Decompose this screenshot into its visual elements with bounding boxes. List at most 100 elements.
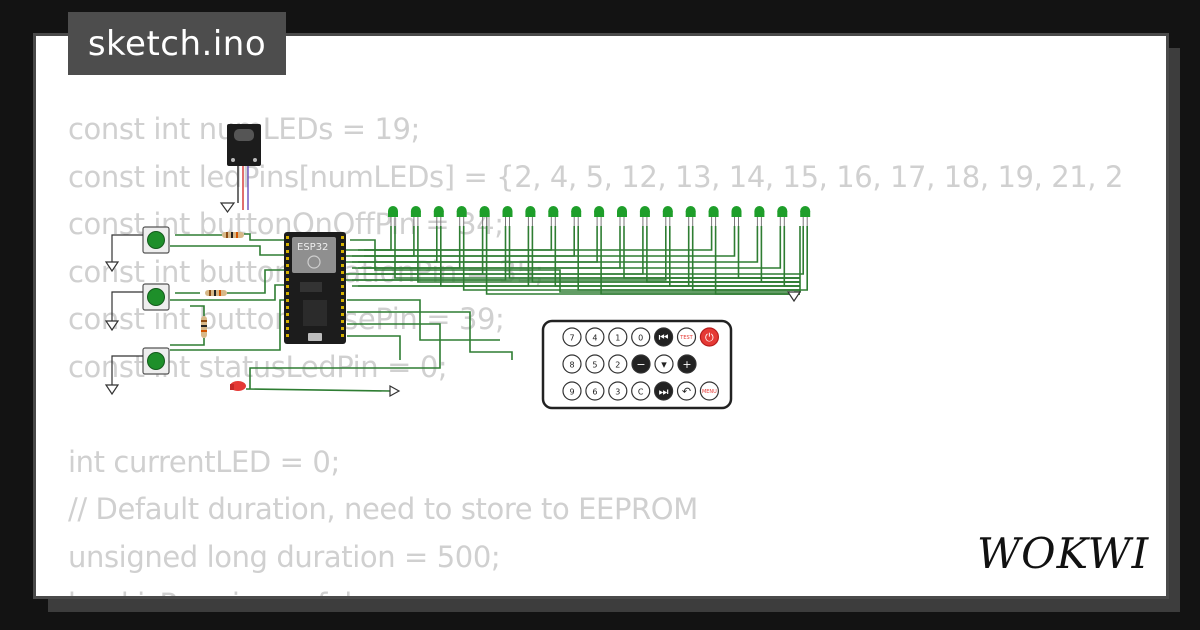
wire <box>714 226 800 295</box>
remote-key-1[interactable]: 1 <box>608 327 628 347</box>
remote-key-power[interactable]: ⏻ <box>699 327 720 347</box>
file-name-tab[interactable]: sketch.ino <box>68 12 286 75</box>
wire <box>352 226 690 287</box>
wire <box>170 299 284 351</box>
wokwi-logo: WOKWI <box>977 529 1149 578</box>
back-icon: ↶ <box>682 385 691 398</box>
remote-key-4[interactable]: 4 <box>585 327 605 347</box>
led <box>548 206 559 226</box>
led <box>410 206 421 226</box>
wire <box>170 284 284 301</box>
board-pins <box>286 236 344 337</box>
led <box>800 206 811 226</box>
led <box>708 206 719 226</box>
led <box>594 206 605 226</box>
remote-key-label: 8 <box>569 361 574 370</box>
push-button[interactable] <box>104 283 170 332</box>
remote-key-minus[interactable]: − <box>631 354 651 374</box>
resistor <box>222 232 244 238</box>
led <box>639 206 650 226</box>
remote-key-7[interactable]: 7 <box>562 327 582 347</box>
remote-key-3[interactable]: 3 <box>608 381 628 401</box>
led <box>731 206 742 226</box>
remote-key-down[interactable]: ▾ <box>654 354 674 374</box>
remote-key-label: 6 <box>592 388 597 397</box>
plus-icon: + <box>682 358 691 371</box>
wire <box>346 226 667 281</box>
remote-keys[interactable]: 7 4 1 0 ⏮ TEST ⏻ 8 5 2 − ▾ +9 6 3 C ⏭ ↶ MENU <box>562 327 720 401</box>
remote-key-menu[interactable]: MENU <box>699 381 720 401</box>
remote-key-test[interactable]: TEST <box>676 327 697 347</box>
wire <box>347 335 401 360</box>
ground-icon <box>104 320 120 332</box>
led <box>456 206 467 226</box>
led <box>617 206 627 226</box>
wire <box>800 226 808 291</box>
remote-key-skip-back[interactable]: ⏮ <box>653 327 674 347</box>
ground-icon <box>104 384 120 396</box>
remote-key-label: 4 <box>592 334 597 343</box>
resistor <box>205 290 227 296</box>
remote-key-label: 1 <box>615 334 620 343</box>
led <box>685 206 696 226</box>
remote-key-9[interactable]: 9 <box>562 381 582 401</box>
ir-receiver[interactable] <box>219 124 261 214</box>
ir-remote[interactable]: 7 4 1 0 ⏮ TEST ⏻ 8 5 2 − ▾ +9 6 3 C ⏭ ↶ MENU <box>541 319 733 410</box>
wire <box>352 226 782 269</box>
skip-back-icon: ⏮ <box>659 331 669 344</box>
remote-key-back[interactable]: ↶ <box>676 381 697 401</box>
wire <box>783 226 800 287</box>
down-icon: ▾ <box>661 358 667 371</box>
esp32-board[interactable]: ESP32 <box>284 232 346 344</box>
led <box>662 206 673 226</box>
wire <box>646 226 800 283</box>
remote-key-label: 7 <box>569 334 574 343</box>
code-line: bool isRunning = false; <box>68 581 1123 596</box>
wire <box>347 311 513 360</box>
wire <box>170 245 284 256</box>
skip-forward-icon: ⏭ <box>659 385 669 398</box>
led <box>502 206 513 226</box>
remote-key-label: 0 <box>638 334 643 343</box>
board-label: ESP32 <box>297 242 328 253</box>
push-button[interactable] <box>104 347 170 396</box>
remote-key-0[interactable]: 0 <box>631 327 651 347</box>
remote-key-6[interactable]: 6 <box>585 381 605 401</box>
power-icon: ⏻ <box>705 331 714 344</box>
wire <box>170 338 205 346</box>
remote-key-label: 3 <box>615 388 620 397</box>
wire <box>227 269 284 294</box>
ground-icon <box>104 261 120 273</box>
push-button[interactable] <box>104 226 170 273</box>
remote-key-c[interactable]: C <box>631 381 651 401</box>
remote-key-label: 9 <box>569 388 574 397</box>
remote-key-2[interactable]: 2 <box>608 354 628 374</box>
project-card[interactable]: const int numLEDs = 19; const int ledPins… <box>33 33 1169 599</box>
remote-key-5[interactable]: 5 <box>585 354 605 374</box>
wire <box>358 226 713 251</box>
code-line: const int ledPins[numLEDs] = {2, 4, 5, 1… <box>68 159 1123 194</box>
push-buttons[interactable] <box>104 226 170 396</box>
remote-key-label: C <box>638 388 644 397</box>
remote-key-plus[interactable]: + <box>677 354 697 374</box>
led <box>525 206 536 226</box>
wires <box>170 226 808 389</box>
code-line: const int numLEDs = 19; <box>68 112 420 146</box>
remote-key-8[interactable]: 8 <box>562 354 582 374</box>
wire <box>358 226 804 275</box>
code-line: // Default duration, need to store to EE… <box>68 492 698 526</box>
code-line: unsigned long duration = 500; <box>68 539 501 574</box>
wire <box>691 226 800 291</box>
wire <box>249 323 441 389</box>
remote-key-label: 2 <box>615 361 620 370</box>
minus-icon: − <box>636 358 645 371</box>
wire <box>352 226 415 257</box>
led-row <box>388 206 811 226</box>
led <box>433 206 444 226</box>
led <box>754 206 765 226</box>
resistor <box>201 316 207 338</box>
led <box>388 206 398 226</box>
wire <box>346 226 392 251</box>
remote-key-skip-forward[interactable]: ⏭ <box>653 381 674 401</box>
wire <box>760 226 800 283</box>
